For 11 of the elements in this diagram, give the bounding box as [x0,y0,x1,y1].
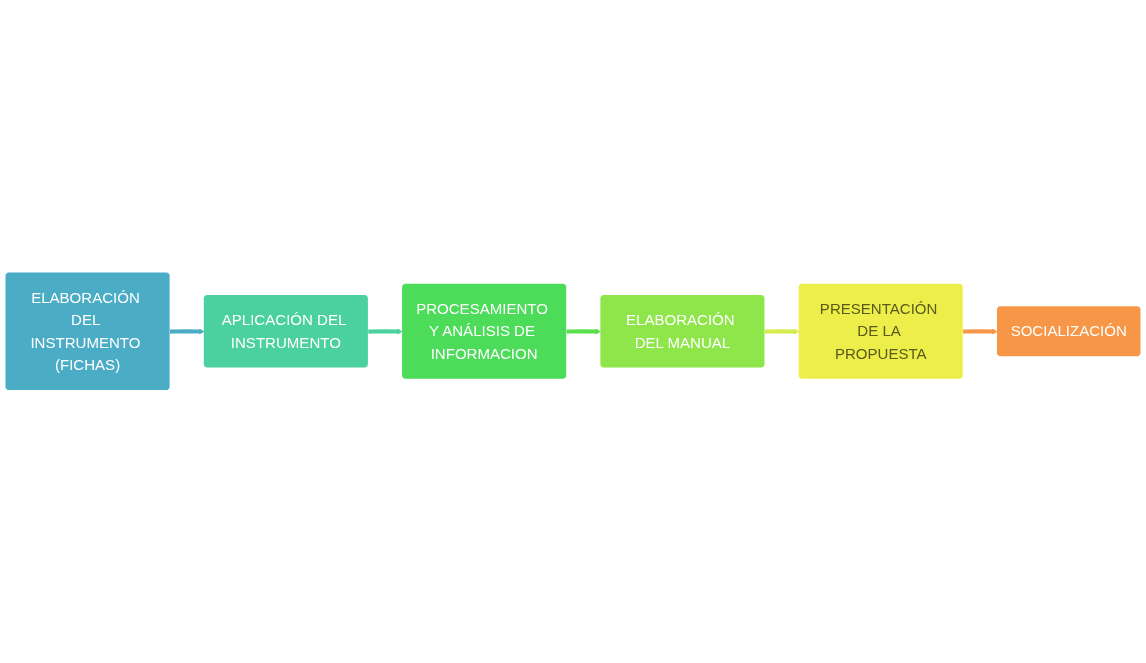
arrow [963,328,998,335]
arrow [368,328,403,335]
node-box: PRESENTACIÓN DE LA PROPUESTA [798,283,963,379]
node-box: ELABORACIÓN DEL INSTRUMENTO (FICHAS) [5,272,170,391]
arrow [169,328,205,335]
arrow [566,328,601,335]
node-box: APLICACIÓN DEL INSTRUMENTO [203,295,368,368]
arrow [764,328,800,335]
node-box: PROCESAMIENTO Y ANÁLISIS DE INFORMACION [402,283,567,379]
node-box: ELABORACIÓN DEL MANUAL [600,295,765,368]
node-box: SOCIALIZACIÓN [996,306,1141,357]
